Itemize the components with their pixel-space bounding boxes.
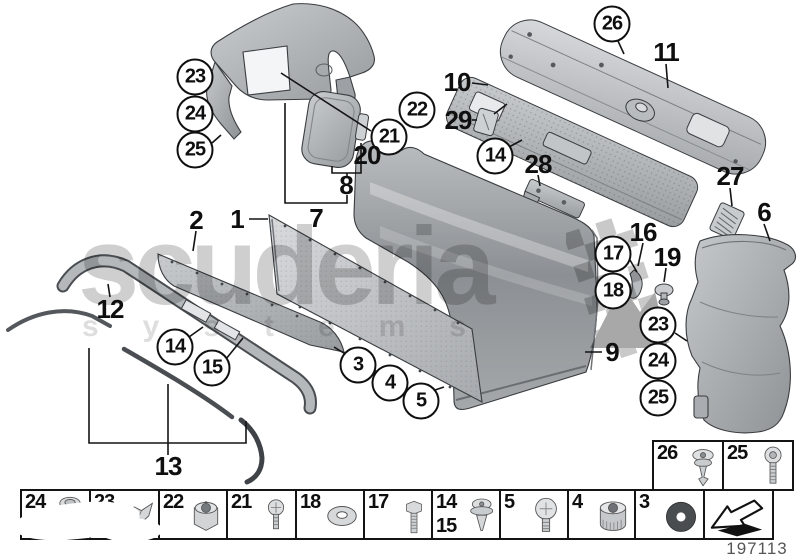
label-11[interactable]: 11 (653, 37, 679, 67)
label-13[interactable]: 13 (154, 451, 183, 481)
torx-screw-icon (764, 446, 782, 484)
legend-num-21: 21 (231, 491, 252, 513)
callout-14-upper[interactable]: 14 (476, 137, 514, 175)
legend-cell-25[interactable]: 25 (722, 440, 794, 491)
part-13-trim-strips[interactable] (6, 309, 265, 485)
legend-cell-24[interactable]: 24 (20, 489, 91, 540)
legend-num-5: 5 (504, 491, 515, 513)
part-6-side-trim-panel[interactable] (685, 234, 797, 434)
label-2[interactable]: 2 (189, 205, 204, 235)
legend-num-18: 18 (300, 491, 321, 513)
callout-3[interactable]: 3 (339, 346, 377, 384)
push-pin-rivet-icon (59, 496, 81, 533)
round-head-screw-icon (535, 497, 557, 532)
part-11-shelf-panel[interactable] (491, 11, 774, 183)
part-2-floor-panel[interactable] (157, 253, 345, 353)
callout-4[interactable]: 4 (371, 364, 409, 402)
speed-nut-clip-icon (118, 502, 154, 532)
legend-cell-14-15[interactable]: 14 15 (431, 489, 501, 540)
label-28[interactable]: 28 (524, 149, 553, 179)
direction-arrow-icon (710, 499, 764, 537)
legend-top-row: 26 25 (652, 440, 794, 491)
callout-23-right[interactable]: 23 (639, 306, 677, 344)
sealing-grommet-rivet-icon (692, 449, 714, 487)
leader-lines (88, 40, 771, 455)
callout-18[interactable]: 18 (594, 272, 632, 310)
callout-25-upper-left[interactable]: 25 (176, 131, 214, 169)
label-9[interactable]: 9 (605, 337, 620, 367)
legend-num-15: 15 (436, 515, 457, 537)
legend-num-26: 26 (657, 442, 678, 464)
part-10-lid-panel[interactable] (443, 74, 702, 231)
expanding-rivet-icon (470, 498, 494, 531)
part-9-bulkhead-panel[interactable] (353, 140, 599, 410)
legend-cell-18[interactable]: 18 (295, 489, 365, 540)
part-20-cover-pad[interactable] (300, 89, 363, 169)
callout-25-right[interactable]: 25 (639, 379, 677, 417)
hex-nut-icon (193, 501, 219, 531)
pan-head-screw-icon (267, 499, 285, 530)
part-19-grommet[interactable] (654, 283, 674, 306)
label-12[interactable]: 12 (96, 294, 125, 324)
legend-main-row: 24 23 22 21 (20, 489, 774, 540)
part-7-side-trim-panel[interactable] (206, 3, 375, 140)
label-7[interactable]: 7 (309, 203, 324, 233)
label-16[interactable]: 16 (629, 217, 658, 247)
part-12-sill-strip[interactable] (56, 254, 317, 415)
washer-icon (327, 506, 357, 526)
legend-cell-23[interactable]: 23 (89, 489, 160, 540)
label-20[interactable]: 20 (353, 140, 382, 170)
part-27-vent-grille[interactable] (709, 202, 745, 240)
label-19[interactable]: 19 (653, 242, 682, 272)
callout-23-upper-left[interactable]: 23 (176, 58, 214, 96)
legend-num-4: 4 (572, 491, 583, 513)
callout-24-right[interactable]: 24 (639, 342, 677, 380)
legend-num-24: 24 (25, 491, 46, 513)
part-16-clip[interactable] (629, 269, 643, 299)
drawing-number: 197113 (726, 539, 788, 558)
legend-cell-5[interactable]: 5 (499, 489, 569, 540)
hex-bolt-icon (406, 500, 422, 534)
legend-cell-direction[interactable] (703, 489, 774, 540)
part-1-partition-panel[interactable] (268, 214, 483, 403)
label-6[interactable]: 6 (757, 197, 772, 227)
callout-15[interactable]: 15 (193, 349, 231, 387)
legend-num-3: 3 (639, 491, 650, 513)
label-10[interactable]: 10 (443, 67, 472, 97)
label-27[interactable]: 27 (716, 161, 745, 191)
label-8[interactable]: 8 (339, 170, 354, 200)
legend-cell-26[interactable]: 26 (652, 440, 724, 491)
callout-17[interactable]: 17 (594, 235, 632, 273)
callout-5[interactable]: 5 (402, 382, 440, 420)
label-29[interactable]: 29 (444, 105, 473, 135)
callout-22[interactable]: 22 (398, 91, 436, 129)
legend-cell-3[interactable]: 3 (634, 489, 705, 540)
legend-num-17: 17 (368, 491, 389, 513)
adhesive-disc-icon (666, 501, 696, 532)
callout-24-upper-left[interactable]: 24 (176, 95, 214, 133)
legend-num-22: 22 (163, 491, 184, 513)
legend-num-14: 14 (436, 491, 457, 513)
legend-cell-4[interactable]: 4 (567, 489, 636, 540)
legend-cell-21[interactable]: 21 (226, 489, 297, 540)
label-1[interactable]: 1 (230, 204, 245, 234)
legend-num-25: 25 (727, 442, 748, 464)
callout-14-left[interactable]: 14 (156, 328, 194, 366)
knurled-spacer-icon (599, 501, 627, 531)
callout-21[interactable]: 21 (370, 118, 408, 156)
legend-cell-22[interactable]: 22 (158, 489, 228, 540)
legend-num-23: 23 (94, 491, 115, 513)
callout-26[interactable]: 26 (593, 5, 631, 43)
legend-cell-17[interactable]: 17 (363, 489, 433, 540)
